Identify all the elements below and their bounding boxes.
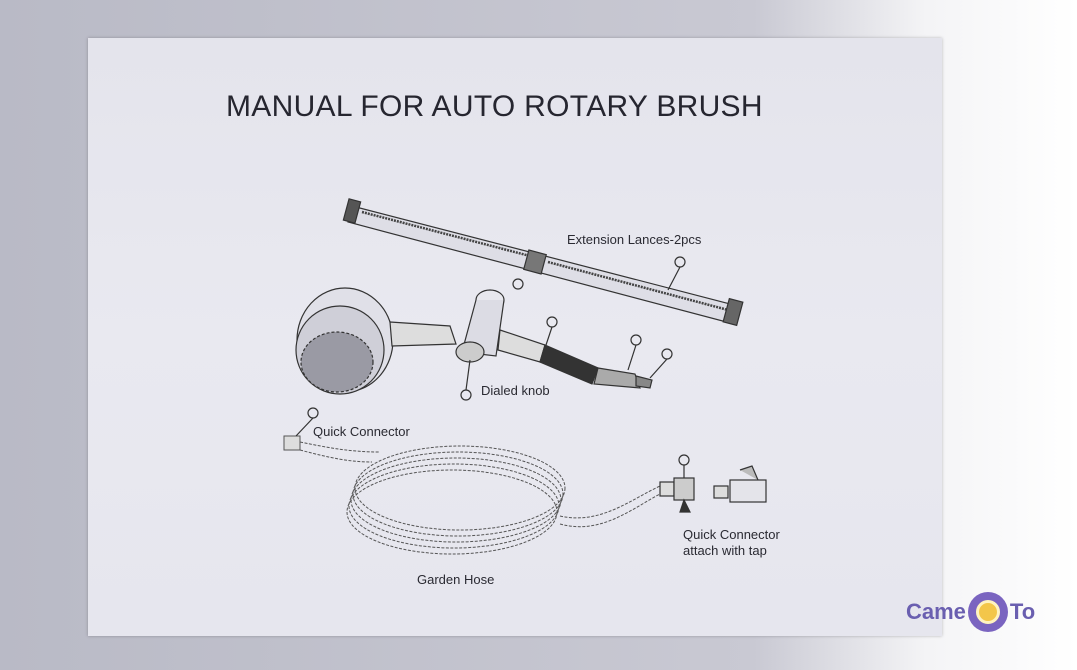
brush-head-illustration — [295, 266, 681, 401]
page-title: MANUAL FOR AUTO ROTARY BRUSH — [226, 90, 763, 123]
logo-icon — [967, 592, 1008, 632]
watermark-text-left: Came — [906, 599, 966, 624]
watermark-logo: Came To — [906, 590, 1035, 634]
label-quick-connector: Quick Connector — [313, 424, 410, 439]
garden-hose-illustration — [283, 435, 661, 555]
label-quick-connector-tap-2: attach with tap — [683, 543, 767, 558]
label-quick-connector-tap-1: Quick Connector — [683, 527, 780, 542]
watermark-text-right: To — [1009, 599, 1036, 624]
label-garden-hose: Garden Hose — [417, 572, 495, 587]
quick-connector-tap-illustration — [295, 407, 767, 513]
extension-lance-illustration — [342, 198, 744, 327]
label-extension-lances: Extension Lances-2pcs — [567, 232, 702, 247]
label-dialed-knob: Dialed knob — [481, 383, 550, 398]
